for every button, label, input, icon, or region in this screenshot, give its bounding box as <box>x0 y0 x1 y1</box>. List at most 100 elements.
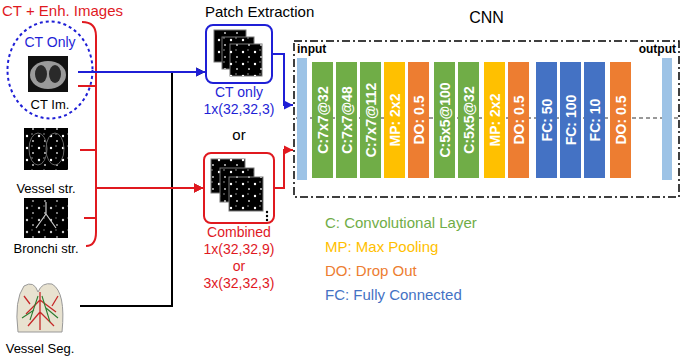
patch-caption-line: 1x(32,32,9) <box>204 241 275 258</box>
layer-label: DO: 0.5 <box>511 95 527 144</box>
patch-caption-line: CT only <box>204 84 275 101</box>
legend-text: C: Convolutional Layer <box>325 214 477 231</box>
layer-label: C:5x5@100 <box>437 82 453 157</box>
connector <box>84 184 203 219</box>
legend-row: MP: Max Pooling <box>325 238 438 255</box>
caption-holder: Vessel Seg. <box>0 341 80 356</box>
cnn-layer: C:7x7@32 <box>312 62 333 178</box>
image-node: Vessel Seg. <box>0 280 80 356</box>
legend-text: MP: Max Pooling <box>325 238 438 255</box>
connector-line <box>78 86 203 188</box>
image-node: CT Im. <box>22 54 78 112</box>
layer-label: C:7x7@48 <box>339 86 355 153</box>
arrowhead <box>194 184 203 193</box>
cnn-title: CNN <box>293 9 680 27</box>
patch-caption-line: 1x(32,32,3) <box>204 101 275 118</box>
patch-box: CT only1x(32,32,3) <box>205 24 273 84</box>
cnn-layer: C:5x5@32 <box>458 62 479 178</box>
input-bar <box>297 58 307 180</box>
cnn-layer: C:7x7@112 <box>360 62 381 178</box>
connector <box>275 146 293 189</box>
group-title: CT Only <box>6 34 94 50</box>
image-caption: CT Im. <box>22 97 78 112</box>
cnn-layer: FC: 100 <box>560 62 581 178</box>
cnn-layer: FC: 10 <box>584 62 605 178</box>
legend-text: DO: Drop Out <box>325 262 417 279</box>
layer-label: FC: 100 <box>563 95 579 146</box>
ct-image <box>28 56 68 92</box>
connector <box>80 184 203 307</box>
section-title: Patch Extraction <box>205 3 314 20</box>
connector <box>80 150 203 193</box>
io-label: input <box>297 42 326 56</box>
connector-line <box>80 72 205 306</box>
layer-label: C:7x7@32 <box>315 86 331 153</box>
connector-line <box>80 150 203 188</box>
arrowhead <box>196 68 205 77</box>
patch-caption: CT only1x(32,32,3) <box>204 84 275 118</box>
patch-caption-line: Combined <box>204 224 275 241</box>
arrowhead <box>194 184 203 193</box>
arrowhead <box>194 184 203 193</box>
bronchi-image <box>24 198 68 238</box>
vessel-segmentation-image <box>17 284 63 332</box>
cnn-layer: MP: 2x2 <box>484 62 505 178</box>
image-caption: Vessel str. <box>12 181 80 196</box>
connector-line <box>273 54 293 105</box>
arrowhead <box>284 146 293 155</box>
dashed-circle: CT Only CT Im. <box>6 20 94 120</box>
patch-caption-line: or <box>204 258 275 275</box>
layer-label: MP: 2x2 <box>387 94 403 147</box>
cnn-outline-path <box>294 41 679 197</box>
layer-label: DO: 0.5 <box>411 95 427 144</box>
caption-holder: Bronchi str. <box>8 241 84 256</box>
arrowhead <box>196 68 205 77</box>
io-label: output <box>639 42 676 56</box>
cnn-layer: FC: 50 <box>536 62 557 178</box>
patch-caption: Combined1x(32,32,9)or3x(32,32,3) <box>204 224 275 292</box>
connector-line <box>275 150 293 188</box>
vessel-image <box>24 128 68 170</box>
layer-label: C:5x5@32 <box>461 86 477 153</box>
group-bracket <box>82 22 96 246</box>
legend-row: C: Convolutional Layer <box>325 214 477 231</box>
alternative-word: or <box>232 126 245 143</box>
connector <box>80 68 205 307</box>
connector-line <box>84 188 203 218</box>
layer-label: DO: 0.5 <box>613 95 629 144</box>
cnn-layer: C:5x5@100 <box>434 62 455 178</box>
legend-text: FC: Fully Connected <box>325 286 462 303</box>
arrowhead <box>284 101 293 110</box>
connector <box>78 68 205 77</box>
layer-label: FC: 10 <box>587 99 603 142</box>
connector-line <box>80 188 203 306</box>
ct-patch-stack <box>214 30 262 76</box>
cnn-layer: C:7x7@48 <box>336 62 357 178</box>
output-bar <box>662 58 672 180</box>
legend-row: FC: Fully Connected <box>325 286 462 303</box>
cnn-layer: MP: 2x2 <box>384 62 405 178</box>
arrowhead <box>194 184 203 193</box>
patch-box: Combined1x(32,32,9)or3x(32,32,3) <box>203 152 275 224</box>
image-caption: Vessel Seg. <box>0 341 80 356</box>
image-node: Bronchi str. <box>8 198 84 256</box>
connector <box>273 54 293 110</box>
layer-label: C:7x7@112 <box>363 83 379 157</box>
legend-swatch: C: Convolutional Layer <box>325 214 477 231</box>
layer-label: FC: 50 <box>539 99 555 142</box>
patch-caption-line: 3x(32,32,3) <box>204 275 275 292</box>
image-node: Vessel str. <box>12 128 80 196</box>
layer-label: MP: 2x2 <box>487 94 503 147</box>
caption-holder: Vessel str. <box>12 181 80 196</box>
legend-swatch: FC: Fully Connected <box>325 286 462 303</box>
cnn-layer: DO: 0.5 <box>508 62 529 178</box>
connector <box>78 86 203 193</box>
group-label: CT + Enh. Images <box>2 2 123 19</box>
legend-row: DO: Drop Out <box>325 262 417 279</box>
cnn-layer: DO: 0.5 <box>408 62 429 178</box>
combined-patch-stack <box>211 159 268 221</box>
legend-swatch: DO: Drop Out <box>325 262 417 279</box>
cnn-layer: DO: 0.5 <box>610 62 631 178</box>
